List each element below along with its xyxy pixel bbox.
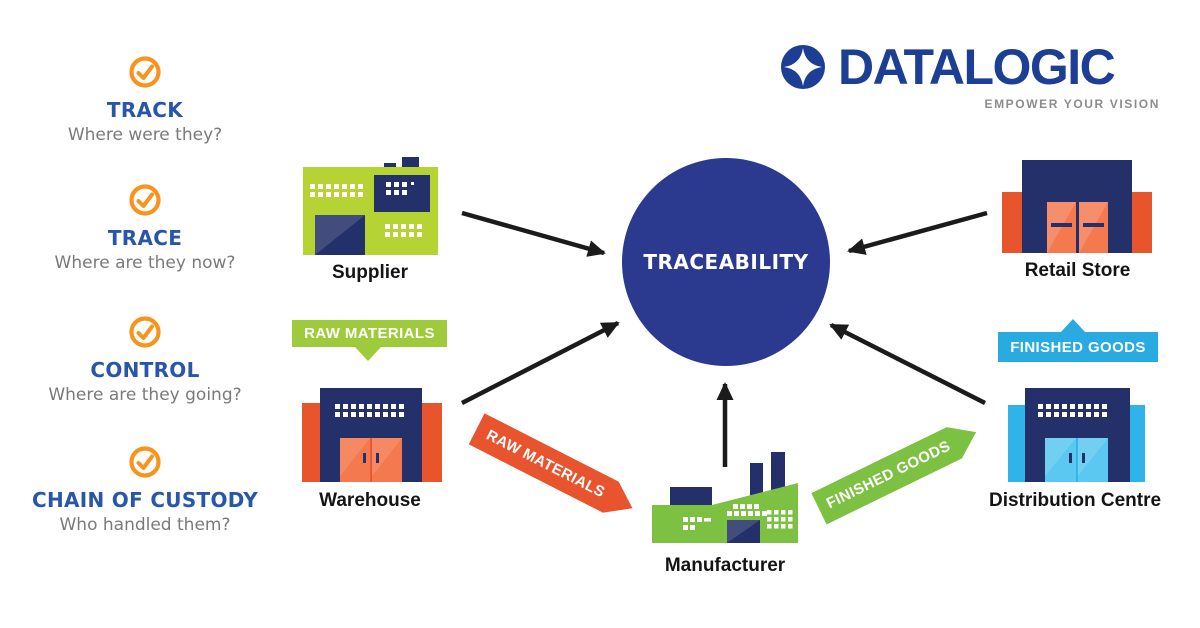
check-circle-icon bbox=[129, 184, 161, 216]
check-title: TRACK bbox=[106, 98, 184, 122]
traceability-hub: TRACEABILITY bbox=[622, 158, 830, 366]
arrow-warehouse-to-traceability bbox=[460, 320, 620, 406]
check-circle-icon bbox=[129, 446, 161, 478]
check-circle-icon bbox=[129, 316, 161, 348]
tag-pointer-down bbox=[355, 347, 381, 361]
retail-store-building-icon bbox=[1002, 160, 1152, 253]
manufacturer-building-icon bbox=[652, 452, 798, 543]
checklist-item-trace: TRACE Where are they now? bbox=[25, 183, 265, 273]
node-label-manufacturer: Manufacturer bbox=[664, 555, 786, 576]
brand-wordmark: DATALOGIC bbox=[838, 39, 1116, 95]
node-label-retail-store: Retail Store bbox=[1024, 260, 1131, 281]
arrow-retail-store-to-traceability bbox=[847, 210, 988, 255]
checklist-item-track: TRACK Where were they? bbox=[25, 55, 265, 145]
check-subtitle: Where were they? bbox=[67, 125, 223, 145]
check-title: TRACE bbox=[107, 226, 183, 250]
traceability-label: TRACEABILITY bbox=[643, 250, 809, 274]
check-subtitle: Who handled them? bbox=[59, 515, 231, 535]
distribution-centre-building-icon bbox=[1008, 388, 1145, 482]
check-subtitle: Where are they now? bbox=[54, 253, 236, 273]
node-label-warehouse: Warehouse bbox=[319, 490, 421, 511]
datalogic-star-circle-icon bbox=[781, 45, 825, 89]
factory-building-icon bbox=[303, 157, 438, 255]
checklist-item-chain-of-custody: CHAIN OF CUSTODY Who handled them? bbox=[25, 445, 265, 535]
arrow-supplier-to-traceability bbox=[461, 210, 606, 257]
tag-pointer-up bbox=[1060, 319, 1086, 333]
arrow-distribution-centre-to-traceability bbox=[829, 322, 987, 406]
checklist-item-control: CONTROL Where are they going? bbox=[25, 315, 265, 405]
check-subtitle: Where are they going? bbox=[48, 385, 242, 405]
brand-tagline: EMPOWER YOUR VISION bbox=[984, 97, 1160, 111]
datalogic-logo: DATALOGIC EMPOWER YOUR VISION bbox=[780, 42, 1160, 111]
node-label-distribution-centre: Distribution Centre bbox=[988, 490, 1162, 511]
node-label-supplier: Supplier bbox=[331, 262, 408, 283]
check-title: CHAIN OF CUSTODY bbox=[31, 488, 259, 512]
finished-goods-tag-label: FINISHED GOODS bbox=[1010, 338, 1146, 356]
raw-materials-tag: RAW MATERIALS bbox=[292, 320, 447, 361]
check-title: CONTROL bbox=[90, 358, 200, 382]
finished-goods-tag: FINISHED GOODS bbox=[998, 319, 1158, 362]
raw-materials-tag-label: RAW MATERIALS bbox=[304, 325, 435, 342]
check-circle-icon bbox=[129, 56, 161, 88]
warehouse-building-icon bbox=[302, 388, 442, 482]
